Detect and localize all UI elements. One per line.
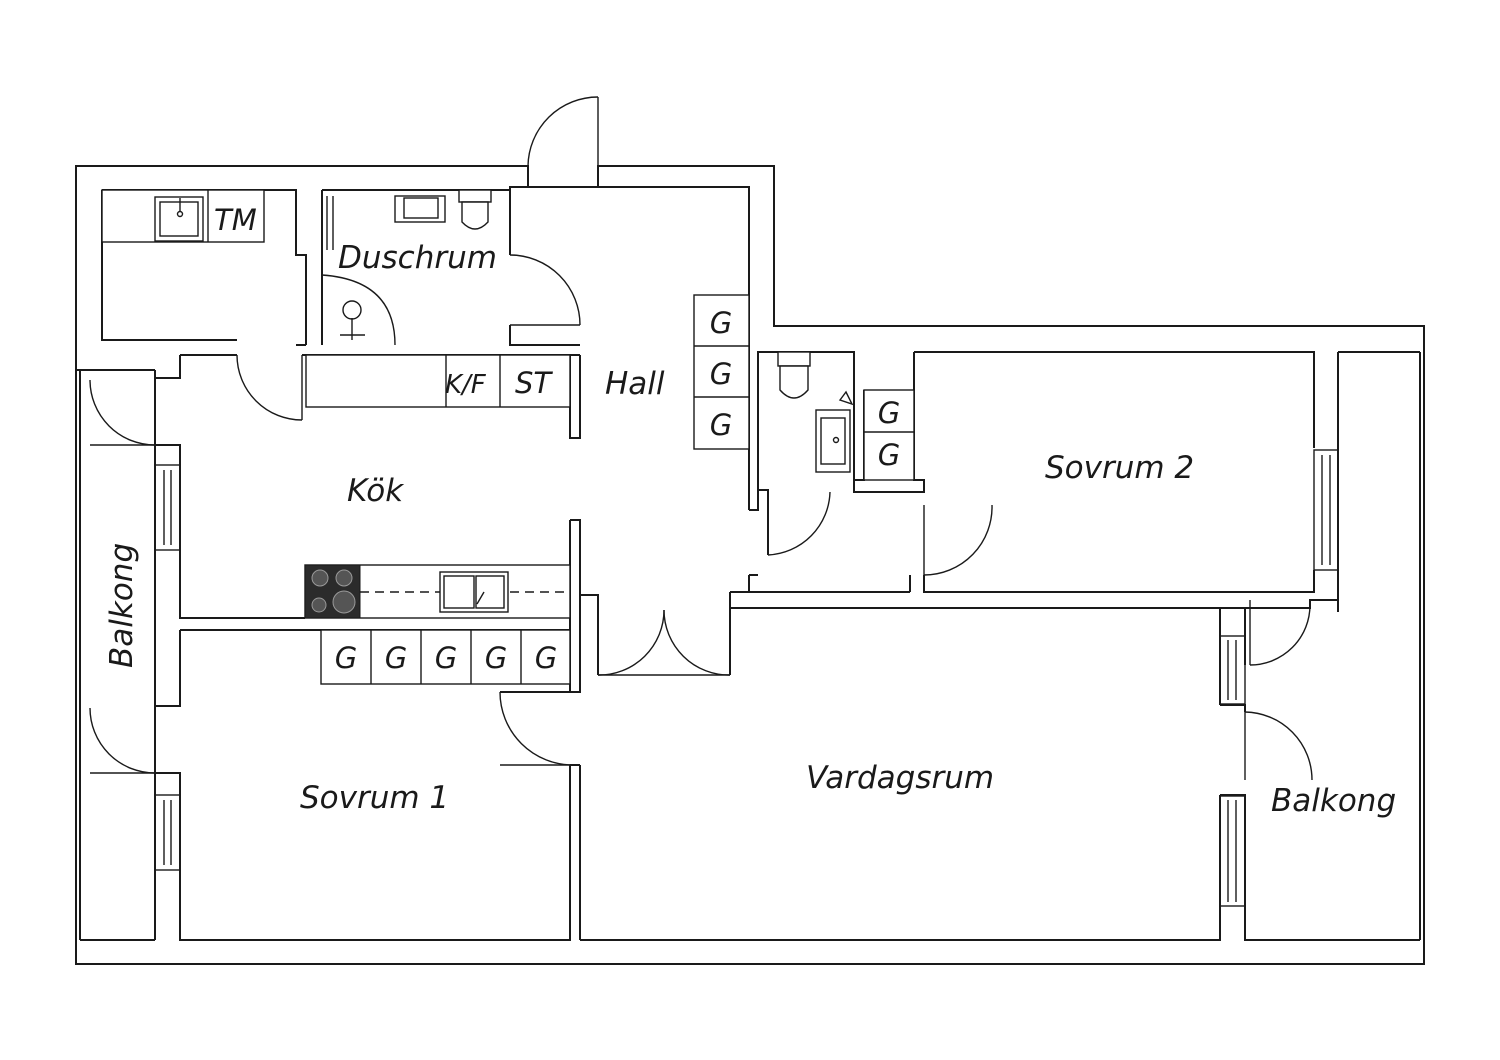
window-vardagsrum-1: [1219, 635, 1246, 705]
door-balkong-left-upper: [89, 379, 156, 446]
storage-label: G: [535, 641, 557, 675]
room-labels: TM Duschrum K/F ST Hall Kök Balkong Sovr…: [104, 203, 1396, 819]
kitchen-wardrobes: [320, 629, 571, 685]
label-balkong-left: Balkong: [104, 543, 140, 668]
window-vardagsrum-2: [1219, 795, 1246, 907]
storage-label: G: [435, 641, 457, 675]
storage-label: G: [878, 396, 900, 430]
label-duschrum: Duschrum: [338, 240, 497, 276]
label-balkong-right: Balkong: [1271, 783, 1396, 819]
shower-fixtures: [321, 189, 492, 346]
door-sovrum1: [499, 691, 574, 766]
window-sovrum1: [154, 794, 181, 871]
label-hall: Hall: [605, 366, 665, 402]
window-kitchen: [154, 464, 181, 551]
doors: [89, 96, 1313, 781]
storage-label: G: [335, 641, 357, 675]
label-vardagsrum: Vardagsrum: [806, 760, 994, 796]
laundry-counter: [101, 189, 265, 243]
door-balkong-left-lower: [89, 707, 156, 774]
label-kok: Kök: [347, 473, 404, 509]
kitchen-upper-counter: [305, 354, 571, 408]
storage-label: G: [878, 438, 900, 472]
storage-label: G: [385, 641, 407, 675]
door-duschrum: [509, 254, 581, 326]
storage-label: G: [485, 641, 507, 675]
door-tm: [236, 354, 303, 421]
small-bathroom-fixtures: [777, 351, 854, 473]
kitchen-sink: [439, 571, 509, 613]
label-sovrum1: Sovrum 1: [300, 780, 449, 816]
label-tm: TM: [214, 203, 257, 237]
door-balkong-right-lower: [1244, 711, 1313, 781]
label-sovrum2: Sovrum 2: [1045, 450, 1194, 486]
fixtures: [101, 189, 915, 685]
storage-label: G: [710, 357, 732, 391]
bath-wardrobes: [863, 389, 915, 481]
label-kf: K/F: [445, 370, 487, 400]
storage-label: G: [710, 408, 732, 442]
label-st: ST: [515, 366, 553, 400]
kitchen-counter: [304, 564, 571, 619]
window-sovrum2: [1313, 449, 1339, 571]
storage-labels: G G G G G G G G G G: [335, 306, 900, 675]
door-balkong-right-upper: [1249, 600, 1311, 666]
door-bath-small: [767, 490, 831, 556]
storage-label: G: [710, 306, 732, 340]
outer-walls: [75, 165, 1425, 965]
hall-wardrobes: [693, 294, 750, 450]
door-entrance: [527, 96, 599, 187]
windows: [154, 449, 1339, 907]
door-vardagsrum-double: [597, 609, 731, 676]
door-sovrum2: [923, 504, 993, 576]
